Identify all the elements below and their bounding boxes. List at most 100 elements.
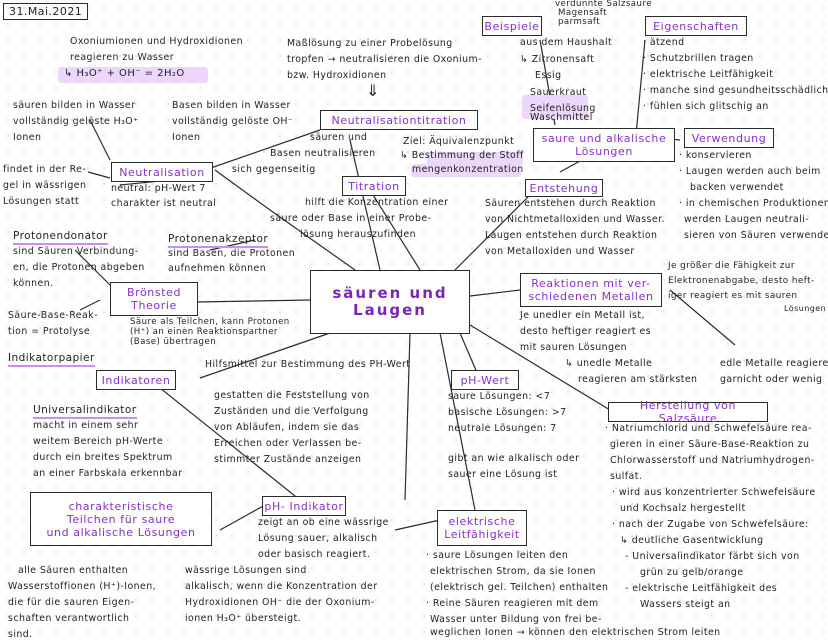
- broensted-desc-2: (H⁺) an einen Reaktionspartner: [130, 327, 278, 337]
- salzsaeure-7: · nach der Zugabe von Schwefelsäure:: [612, 519, 809, 530]
- beispiel-top-1: verdünnte Salzsäure: [555, 0, 652, 9]
- center-line-2: Laugen: [353, 301, 427, 319]
- broensted-box: Brönsted Theorie: [110, 282, 198, 316]
- eigenschaft-2: · Schutzbrillen tragen: [643, 53, 754, 64]
- leitfaehigkeit-5: Wasser unter Bildung von frei be-: [430, 614, 602, 625]
- titration-text-1: säuren und: [310, 132, 368, 143]
- titration-desc-3: lösung herauszufinden: [300, 229, 416, 240]
- neutralisation-box: Neutralisation: [111, 162, 213, 182]
- beispiel-item-4: Seifenlösung: [530, 103, 596, 114]
- entstehung-box: Entstehung: [525, 179, 603, 197]
- charakter-line-1: charakteristische: [68, 499, 174, 513]
- findet-3: Lösungen statt: [3, 196, 80, 207]
- universal-1: macht in einem sehr: [33, 420, 139, 431]
- salzsaeure-8: ↳ deutliche Gasentwicklung: [620, 535, 764, 546]
- charakter-line-3: und alkalische Lösungen: [46, 525, 196, 539]
- waessrig-4: ionen H₃O⁺ übersteigt.: [185, 613, 302, 624]
- waessrig-1: wässrige Lösungen sind: [185, 565, 307, 576]
- eigenschaft-3: · elektrische Leitfähigkeit: [643, 69, 774, 80]
- edle-1: edle Metalle reagieren: [720, 358, 828, 369]
- phwert-gibt-1: gibt an wie alkalisch oder: [448, 453, 580, 464]
- salzsaeure-box: Herstellung von Salzsäure: [608, 399, 768, 425]
- phwert-box: pH-Wert: [451, 370, 519, 390]
- leitfaehigkeit-box: elektrische Leitfähigkeit: [437, 510, 527, 546]
- phindikator-box: pH- Indikator: [262, 496, 346, 516]
- titration-box: Titration: [342, 176, 406, 196]
- broensted-line-2: Theorie: [131, 299, 177, 312]
- reaktionen-2: desto heftiger reagiert es: [520, 326, 652, 337]
- basen-wasser-2: vollständig gelöste OH⁻: [172, 116, 294, 127]
- indikatorpapier-label: Indikatorpapier: [8, 352, 95, 367]
- phindikator-2: Lösung sauer, alkalisch: [258, 533, 378, 544]
- beispiel-top-2: Magensaft: [558, 8, 607, 18]
- verwendung-6: sieren von Säuren verwendet: [684, 230, 828, 241]
- oxonium-equation: ↳ H₃O⁺ + OH⁻ = 2H₂O: [64, 68, 185, 79]
- neutralisationtitration-box: Neutralisationtitration: [320, 110, 478, 130]
- protonenakzeptor-1: sind Basen, die Protonen: [168, 248, 296, 259]
- oxonium-text-2: reagieren zu Wasser: [70, 52, 175, 63]
- salzsaeure-11: - elektrische Leitfähigkeit des: [625, 583, 778, 594]
- protonendonator-3: können.: [13, 278, 54, 289]
- indikatoren-box: Indikatoren: [96, 370, 176, 390]
- entstehung-4: von Metalloxiden und Wasser: [485, 246, 635, 257]
- phwert-1: saure Lösungen: <7: [448, 391, 551, 402]
- salzsaeure-10: grün zu gelb/orange: [640, 567, 744, 578]
- salzsaeure-1: · Natriumchlorid und Schwefelsäure rea-: [605, 423, 812, 434]
- beispiel-haushalt: aus dem Haushalt: [520, 37, 613, 48]
- stoffmenge-highlight: [411, 164, 521, 177]
- neutralisation-text-2: charakter ist neutral: [111, 198, 217, 209]
- saure-alk-line-2: Lösungen: [575, 145, 633, 158]
- protolyse-2: tion = Protolyse: [8, 326, 91, 337]
- reaktionen-line-1: Reaktionen mit ver-: [531, 277, 651, 290]
- indikatoren-2: Zuständen und die Verfolgung: [214, 406, 369, 417]
- saure-alk-line-1: saure und alkalische: [541, 132, 667, 145]
- reaktionen-right-1: Je größer die Fähigkeit zur: [668, 261, 795, 271]
- universal-title: Universalindikator: [33, 404, 137, 419]
- phwert-gibt-2: sauer eine Lösung ist: [448, 469, 558, 480]
- leitfaehigkeit-4: · Reine Säuren reagieren mit dem: [426, 598, 599, 609]
- reaktionen-5: reagieren am stärksten: [578, 374, 698, 385]
- eigenschaften-box: Eigenschaften: [645, 16, 747, 36]
- haushalt-highlight: [522, 95, 588, 119]
- beispiel-item-2: Essig: [535, 70, 562, 81]
- universal-4: an einer Farbskala erkennbar: [33, 468, 183, 479]
- saeuren-wasser-2: vollständig gelöste H₃O⁺: [13, 116, 139, 127]
- saeuren-wasser-1: säuren bilden in Wasser: [13, 100, 136, 111]
- entstehung-2: von Nichtmetalloxiden und Wasser.: [485, 214, 665, 225]
- charakter-3: die für die sauren Eigen-: [8, 597, 135, 608]
- broensted-desc-3: (Base) übertragen: [130, 337, 217, 347]
- protonendonator-title: Protonendonator: [13, 230, 108, 245]
- center-line-1: säuren und: [332, 284, 448, 302]
- salzsaeure-3: Chlorwasserstoff und Natriumhydrogen-: [610, 455, 815, 466]
- massloesung-2: tropfen → neutralisieren die Oxonium-: [287, 54, 482, 65]
- ziel-2: ↳ Bestimmung der Stoff: [400, 150, 524, 161]
- phindikator-1: zeigt an ob eine wässrige: [258, 517, 389, 528]
- titration-text-3: sich gegenseitig: [232, 164, 316, 175]
- eigenschaft-4: · manche sind gesundheitsschädlich: [643, 85, 828, 96]
- beispiele-box: Beispiele: [482, 16, 542, 36]
- leitfaehigkeit-1: · saure Lösungen leiten den: [426, 550, 569, 561]
- date-label: 31.Mai.2021: [3, 3, 89, 20]
- indikatoren-4: Erreichen oder Verlassen be-: [214, 438, 362, 449]
- salzsaeure-6: und Kochsalz hergestellt: [620, 503, 746, 514]
- findet-1: findet in der Re-: [3, 164, 87, 175]
- beispiel-item-3: Sauerkraut: [530, 87, 587, 98]
- protonenakzeptor-title: Protonenakzeptor: [168, 233, 269, 248]
- charakter-5: sind.: [8, 629, 33, 640]
- universal-3: durch ein breites Spektrum: [33, 452, 173, 463]
- protonenakzeptor-2: aufnehmen können: [168, 263, 267, 274]
- verwendung-box: Verwendung: [684, 128, 774, 148]
- charakter-line-2: Teilchen für saure: [66, 512, 176, 526]
- beispiel-top-3: parmsaft: [558, 17, 601, 27]
- edle-2: garnicht oder wenig: [720, 374, 823, 385]
- waessrig-3: Hydroxidionen OH⁻ die der Oxonium-: [185, 597, 375, 608]
- universal-2: weitem Bereich pH-Werte: [33, 436, 164, 447]
- down-arrow-icon: ⇓: [366, 81, 380, 100]
- charakteristische-box: charakteristische Teilchen für saure und…: [30, 492, 212, 546]
- entstehung-3: Laugen entstehen durch Reaktion: [485, 230, 658, 241]
- salzsaeure-2: gieren in einer Säure-Base-Reaktion zu: [610, 439, 810, 450]
- phwert-3: neutrale Lösungen: 7: [448, 423, 557, 434]
- verwendung-1: · konservieren: [679, 150, 752, 161]
- salzsaeure-5: · wird aus konzentrierter Schwefelsäure: [612, 487, 816, 498]
- neutralisation-text-1: neutral: pH-Wert 7: [111, 183, 206, 194]
